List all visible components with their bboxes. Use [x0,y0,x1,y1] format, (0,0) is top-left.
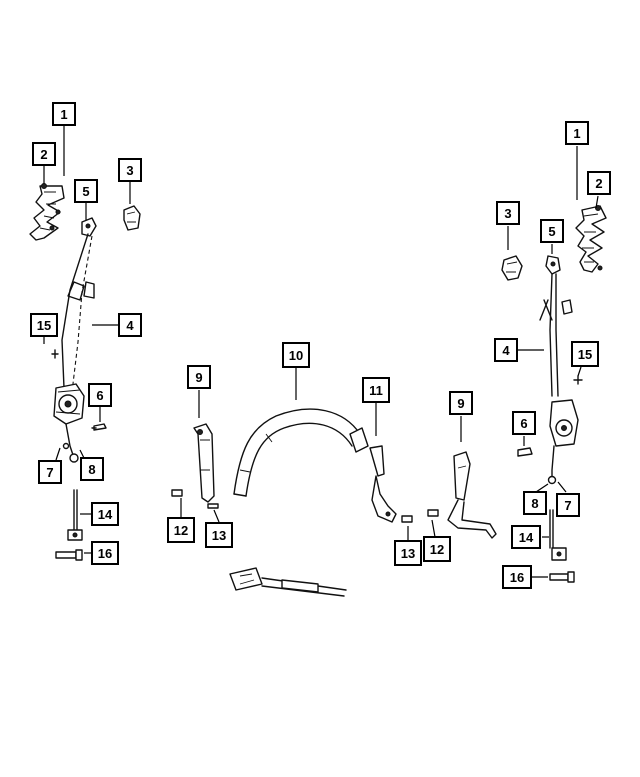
right-retractor [549,399,579,447]
callout-label: 11 [369,383,383,398]
left-height-adjuster [29,183,65,241]
callout-c12-center-left: 12 [167,517,195,543]
right-belt-assembly [501,205,607,583]
callout-c9-center-right: 9 [449,391,473,415]
callout-label: 13 [401,546,415,561]
callout-c1-left: 1 [52,102,76,126]
callout-c16-right: 16 [502,565,532,589]
callout-label: 16 [510,570,524,585]
callout-label: 1 [60,107,67,122]
callout-c14-left: 14 [91,502,119,526]
right-turning-loop-cover [501,255,523,281]
callout-c8-left: 8 [80,457,104,481]
callout-label: 5 [82,184,89,199]
callout-c2-right: 2 [587,171,611,195]
callout-label: 15 [37,318,51,333]
callout-c10: 10 [282,342,310,368]
callout-label: 13 [212,528,226,543]
callout-label: 9 [195,370,202,385]
center-buckle-11 [369,445,397,523]
callout-label: 14 [519,530,534,545]
callout-label: 6 [96,388,103,403]
callout-c5-left: 5 [74,179,98,203]
callout-c8-right: 8 [523,491,547,515]
callout-label: 16 [98,546,112,561]
callout-label: 8 [531,496,538,511]
callout-c12-center-right: 12 [423,536,451,562]
callout-c14-right: 14 [511,525,541,549]
callout-c2-left: 2 [32,142,56,166]
callout-c3-left: 3 [118,158,142,182]
callout-label: 7 [564,498,571,513]
callout-c9-center-left: 9 [187,365,211,389]
callout-label: 12 [174,523,188,538]
callout-label: 7 [46,465,53,480]
left-belt-assembly [29,183,141,561]
center-left-bolt-13 [207,503,219,509]
callout-c3-right: 3 [496,201,520,225]
left-d-ring [81,217,97,237]
callout-c5-right: 5 [540,219,564,243]
left-rear-buckle [193,423,215,503]
callout-label: 3 [126,163,133,178]
callout-c1-right: 1 [565,121,589,145]
callout-label: 3 [504,206,511,221]
callout-label: 1 [573,126,580,141]
center-left-bolt-12 [171,489,183,497]
right-height-adjuster [575,205,607,273]
callout-c13-center-right: 13 [394,540,422,566]
callout-c16-left: 16 [91,541,119,565]
callout-c11: 11 [362,377,390,403]
lower-lap-belt [229,567,347,597]
center-seat-belt-webbing [233,408,369,497]
callout-label: 2 [595,176,602,191]
callout-label: 6 [520,416,527,431]
right-pretensioner [549,509,567,561]
right-bolt-16 [549,571,575,583]
callout-label: 9 [457,396,464,411]
leader-lines [43,124,599,578]
callout-label: 14 [98,507,113,522]
right-rear-buckle [447,451,497,539]
callout-c4-right: 4 [494,338,518,362]
callout-c13-center-left: 13 [205,522,233,548]
center-right-bolt-12 [427,509,439,517]
callout-c7-right: 7 [556,493,580,517]
left-pretensioner [67,489,83,541]
left-bolt-16 [55,549,83,561]
left-turning-loop-cover [123,205,141,231]
left-retractor [53,383,85,425]
callout-c6-right: 6 [512,411,536,435]
center-right-bolt-13 [401,515,413,523]
callout-c6-left: 6 [88,383,112,407]
callout-c7-left: 7 [38,460,62,484]
callout-c4-left: 4 [118,313,142,337]
callout-label: 5 [548,224,555,239]
callout-label: 4 [126,318,134,333]
callout-label: 4 [502,343,510,358]
callout-label: 8 [88,462,95,477]
right-d-ring [545,255,561,275]
callout-label: 15 [578,347,592,362]
callout-c15-right: 15 [571,341,599,367]
callout-label: 2 [40,147,47,162]
callout-label: 10 [289,348,303,363]
callout-c15-left: 15 [30,313,58,337]
callout-label: 12 [430,542,444,557]
